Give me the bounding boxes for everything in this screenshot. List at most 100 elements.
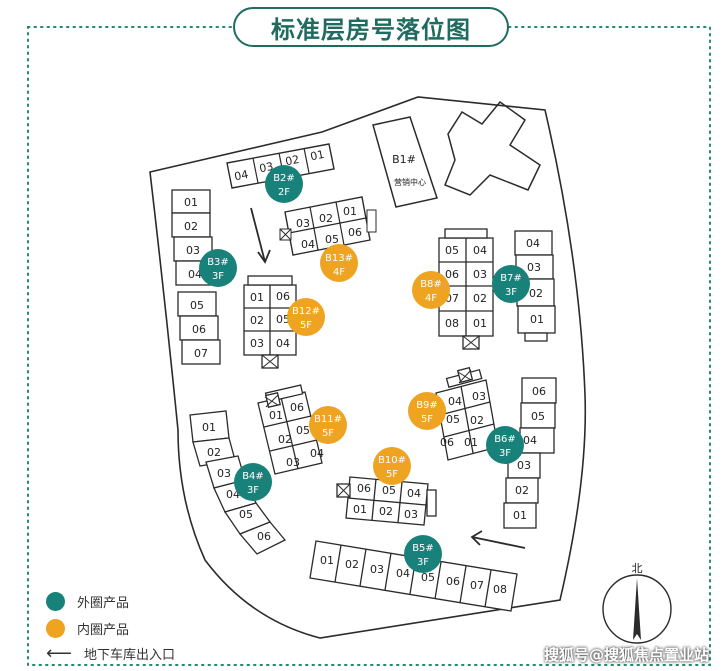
svg-text:5F: 5F — [300, 320, 312, 331]
outer-dot-icon — [46, 592, 65, 611]
b3-unit-04: 04 — [188, 268, 202, 281]
b6-unit-06: 06 — [532, 385, 546, 398]
b6-unit-05: 05 — [531, 410, 545, 423]
garage-entrance-arrow-south — [470, 530, 526, 549]
svg-text:B9#: B9# — [416, 400, 438, 411]
svg-text:B5#: B5# — [412, 543, 434, 554]
b11-unit-01: 01 — [269, 409, 283, 422]
b9-unit-06: 06 — [440, 436, 454, 449]
legend-garage-label: 地下车库出入口 — [84, 648, 176, 663]
b5-unit-06: 06 — [446, 575, 460, 588]
b3-unit-02: 02 — [184, 220, 198, 233]
b13-unit-06: 06 — [348, 226, 362, 239]
legend-garage: ⟵ 地下车库出入口 — [46, 644, 175, 663]
svg-text:3F: 3F — [417, 557, 429, 568]
b12-unit-02: 02 — [250, 314, 264, 327]
svg-text:5F: 5F — [322, 428, 334, 439]
legend-outer: 外圈产品 — [46, 592, 129, 611]
page-title: 标准层房号落位图 — [271, 15, 471, 44]
svg-text:4F: 4F — [425, 293, 437, 304]
b12-unit-01: 01 — [250, 291, 264, 304]
b11-unit-05: 05 — [296, 424, 310, 437]
building-b6 — [503, 377, 557, 529]
b3-unit-06: 06 — [192, 323, 206, 336]
svg-text:B3#: B3# — [207, 257, 229, 268]
marker-b3: B3# 3F — [199, 249, 237, 287]
b10-unit-02: 02 — [379, 505, 393, 518]
b6-unit-03: 03 — [517, 459, 531, 472]
svg-text:3F: 3F — [505, 287, 517, 298]
legend-inner-label: 内圈产品 — [77, 623, 130, 638]
b3-unit-07: 07 — [194, 347, 208, 360]
b10-unit-06: 06 — [357, 482, 371, 495]
garage-entrance-arrow-north — [250, 207, 271, 264]
b3-unit-01: 01 — [184, 196, 198, 209]
b5-unit-04: 04 — [396, 567, 410, 580]
marker-b11: B11# 5F — [309, 406, 347, 444]
north-arrow-icon — [633, 578, 641, 640]
b5-unit-08: 08 — [493, 583, 507, 596]
watermark: 搜狐号@搜狐焦点置业站 — [543, 646, 709, 664]
b7-unit-03: 03 — [527, 261, 541, 274]
b6-unit-04: 04 — [523, 434, 537, 447]
b12-unit-04: 04 — [276, 337, 290, 350]
b10-unit-05: 05 — [382, 484, 396, 497]
b11-unit-04: 04 — [310, 447, 324, 460]
b10-unit-03: 03 — [404, 508, 418, 521]
legend-inner: 内圈产品 — [46, 619, 129, 638]
b2-unit-01: 01 — [309, 148, 325, 163]
svg-text:2F: 2F — [278, 187, 290, 198]
b13-unit-05: 05 — [325, 233, 339, 246]
b10-unit-04: 04 — [407, 487, 421, 500]
b8-unit-05: 05 — [445, 244, 459, 257]
b8-unit-03: 03 — [473, 268, 487, 281]
b5-unit-07: 07 — [470, 579, 484, 592]
b11-unit-03: 03 — [286, 456, 300, 469]
marker-b4: B4# 3F — [234, 463, 272, 501]
b9-unit-04: 04 — [448, 395, 462, 408]
b6-unit-01: 01 — [513, 509, 527, 522]
b11-unit-06: 06 — [290, 401, 304, 414]
b1-label: B1# — [392, 153, 416, 166]
svg-text:B6#: B6# — [494, 434, 516, 445]
b4-unit-05: 05 — [239, 508, 253, 521]
site-boundary — [149, 96, 587, 639]
b1-sublabel: 营销中心 — [394, 177, 426, 187]
b4-unit-01: 01 — [202, 421, 216, 434]
svg-text:3F: 3F — [499, 448, 511, 459]
b4-unit-03: 03 — [217, 467, 231, 480]
building-b1 — [372, 100, 541, 208]
b13-unit-03: 03 — [296, 217, 310, 230]
dotted-frame — [27, 26, 711, 666]
page-title-pill: 标准层房号落位图 — [233, 7, 509, 47]
left-arrow-icon: ⟵ — [46, 642, 72, 664]
marker-b9: B9# 5F — [408, 392, 446, 430]
b9-unit-02: 02 — [470, 414, 484, 427]
marker-b7: B7# 3F — [492, 265, 530, 303]
b4-unit-02: 02 — [207, 446, 221, 459]
b13-unit-01: 01 — [343, 205, 357, 218]
b8-unit-02: 02 — [473, 292, 487, 305]
svg-text:B11#: B11# — [314, 414, 342, 425]
marker-b5: B5# 3F — [404, 535, 442, 573]
b5-unit-02: 02 — [345, 558, 359, 571]
b6-unit-02: 02 — [515, 484, 529, 497]
b10-unit-01: 01 — [353, 503, 367, 516]
b13-unit-02: 02 — [319, 212, 333, 225]
legend-outer-label: 外圈产品 — [77, 596, 130, 611]
b4-unit-06: 06 — [257, 530, 271, 543]
svg-text:3F: 3F — [247, 485, 259, 496]
marker-b8: B8# 4F — [412, 271, 450, 309]
b3-unit-03: 03 — [186, 244, 200, 257]
b7-unit-04: 04 — [526, 237, 540, 250]
svg-text:B7#: B7# — [500, 273, 522, 284]
building-b5 — [309, 540, 518, 612]
b8-unit-01: 01 — [473, 317, 487, 330]
b12-unit-05: 05 — [276, 313, 290, 326]
b9-unit-01: 01 — [464, 436, 478, 449]
svg-text:B13#: B13# — [325, 253, 353, 264]
svg-text:4F: 4F — [333, 267, 345, 278]
b5-unit-03: 03 — [370, 563, 384, 576]
svg-text:3F: 3F — [212, 271, 224, 282]
